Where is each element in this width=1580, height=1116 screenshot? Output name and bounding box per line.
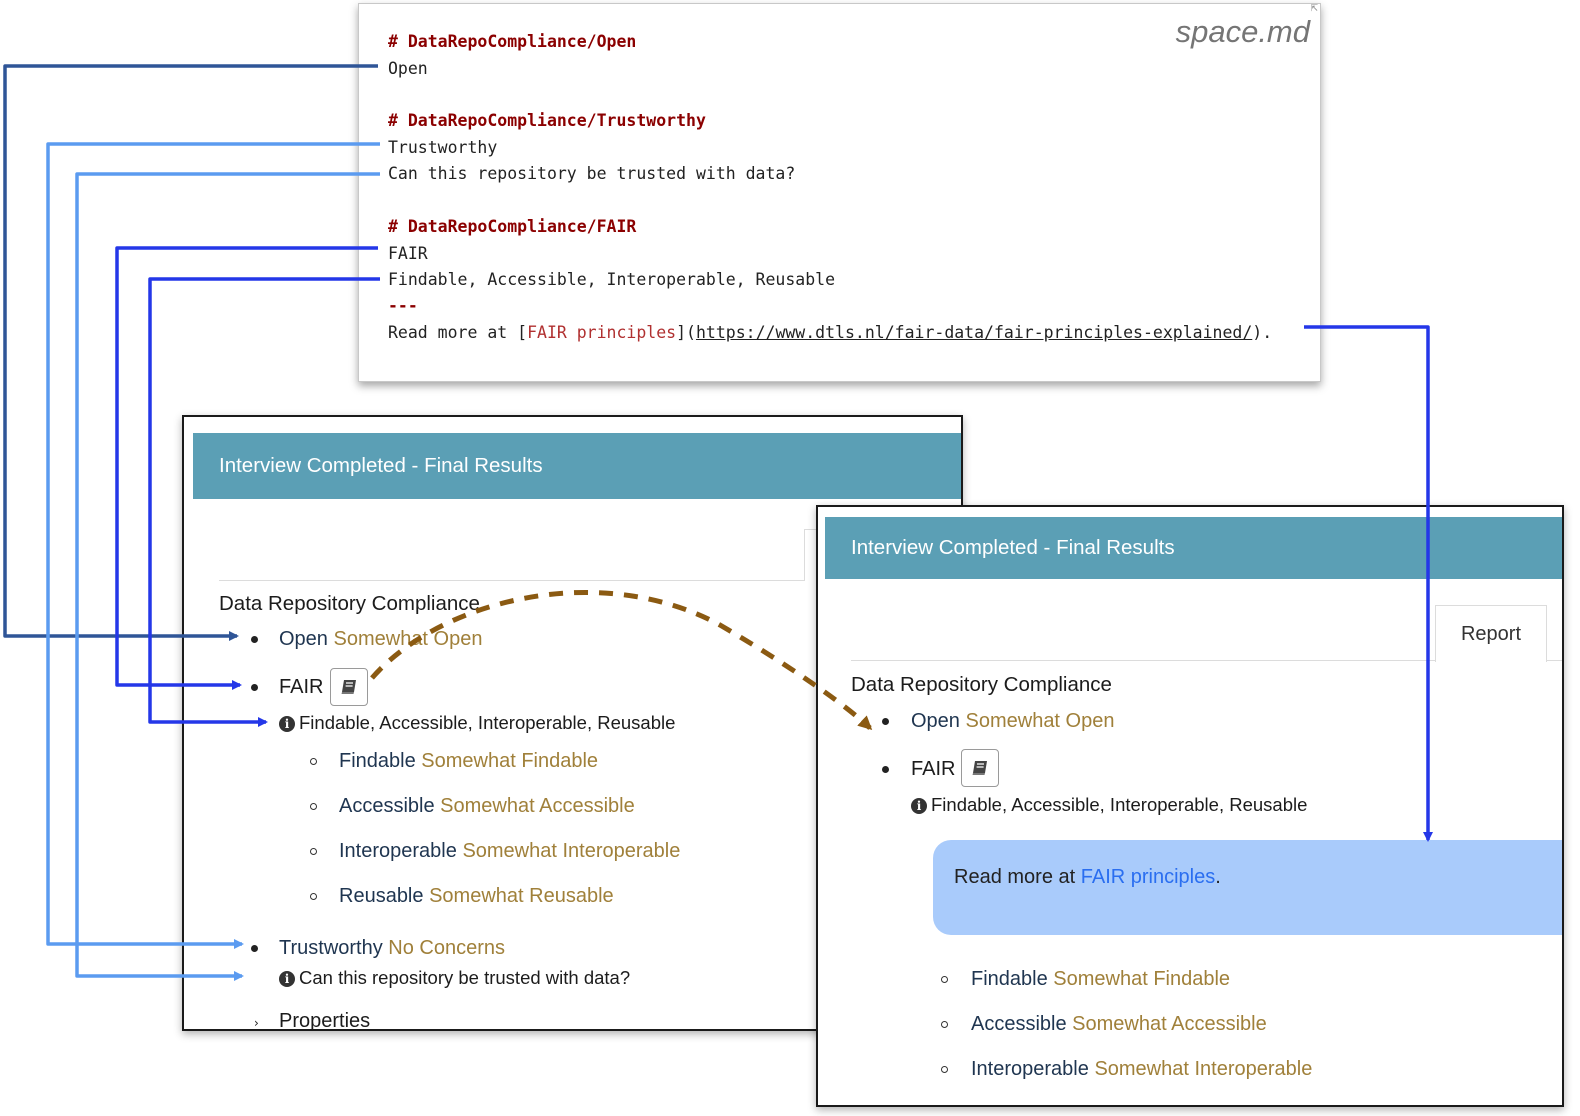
item-label: Findable (339, 750, 416, 772)
item-value: Somewhat Interoperable (462, 840, 681, 862)
sub-bullet (310, 893, 317, 900)
md-heading-open: # DataRepoCompliance/Open (388, 32, 637, 51)
connector-trustworthy (46, 142, 380, 949)
markdown-editor-window: ⇱ space.md # DataRepoCompliance/Open Ope… (358, 3, 1321, 382)
note-suffix: . (1215, 866, 1221, 888)
item-open: Open Somewhat Open (911, 710, 1114, 733)
properties-toggle[interactable]: Properties (279, 1010, 371, 1031)
chevron-right-icon[interactable]: › (254, 1016, 259, 1030)
item-label: Reusable (339, 885, 424, 907)
panel-header: Interview Completed - Final Results (825, 517, 1562, 579)
note-prefix: Read more at (954, 866, 1081, 888)
section-title: Data Repository Compliance (219, 592, 480, 615)
item-label: Interoperable (339, 840, 457, 862)
book-button[interactable] (961, 749, 999, 787)
item-label: Accessible (971, 1013, 1067, 1035)
item-label: Open (911, 710, 960, 732)
connector-fair-description (148, 277, 380, 727)
md-heading-fair: # DataRepoCompliance/FAIR (388, 217, 637, 236)
md-line-trustworthy-desc: Can this repository be trusted with data… (388, 164, 796, 183)
bullet (882, 718, 889, 725)
md-readmore-link-text: FAIR principles (527, 323, 677, 342)
info-icon: i (911, 798, 927, 814)
item-value: No Concerns (388, 937, 506, 959)
description-text: Can this repository be trusted with data… (299, 967, 631, 988)
tabs-divider (851, 660, 1562, 661)
md-readmore-prefix: Read more at [ (388, 323, 528, 342)
bullet (251, 636, 258, 643)
md-line-fair-desc: Findable, Accessible, Interoperable, Reu… (388, 270, 836, 289)
sub-item-reusable: Reusable Somewhat Reusable (339, 885, 614, 908)
item-label: Findable (971, 968, 1048, 990)
item-value: Somewhat Interoperable (1094, 1058, 1313, 1080)
item-fair-label: FAIR (279, 676, 324, 698)
markdown-filename: space.md (1175, 14, 1310, 49)
item-value: Somewhat Accessible (1072, 1013, 1267, 1035)
item-open: Open Somewhat Open (279, 628, 482, 651)
item-label: Accessible (339, 795, 435, 817)
fair-principles-link[interactable]: FAIR principles (1080, 866, 1216, 888)
results-panel-right: Interview Completed - Final Results Repo… (816, 505, 1564, 1107)
item-trustworthy: Trustworthy No Concerns (279, 937, 505, 960)
description-text: Findable, Accessible, Interoperable, Reu… (299, 712, 676, 733)
item-value: Somewhat Findable (421, 750, 599, 772)
sub-item-accessible: Accessible Somewhat Accessible (339, 795, 635, 818)
tabs-divider (219, 580, 961, 581)
connector-open (3, 64, 378, 641)
bullet (251, 684, 258, 691)
description-text: Findable, Accessible, Interoperable, Reu… (931, 794, 1308, 815)
item-value: Somewhat Accessible (440, 795, 635, 817)
book-icon (341, 680, 356, 694)
sub-item-findable: Findable Somewhat Findable (971, 968, 1230, 991)
resize-icon[interactable]: ⇱ (1310, 4, 1318, 14)
md-readmore-suffix: ). (1252, 323, 1273, 342)
sub-bullet (310, 848, 317, 855)
sub-bullet (310, 803, 317, 810)
item-label: Trustworthy (279, 937, 383, 959)
item-label: Open (279, 628, 328, 650)
sub-item-findable: Findable Somewhat Findable (339, 750, 598, 773)
sub-bullet (310, 758, 317, 765)
md-heading-trustworthy: # DataRepoCompliance/Trustworthy (388, 111, 706, 130)
md-separator: --- (388, 296, 418, 315)
sub-item-interoperable: Interoperable Somewhat Interoperable (339, 840, 680, 863)
md-readmore-mid: ]( (676, 323, 696, 342)
sub-item-accessible: Accessible Somewhat Accessible (971, 1013, 1267, 1036)
connector-readmore (1304, 325, 1433, 842)
bullet (882, 766, 889, 773)
md-readmore-url[interactable]: https://www.dtls.nl/fair-data/fair-princ… (695, 323, 1253, 342)
book-icon (972, 761, 987, 775)
panel-header: Interview Completed - Final Results (193, 433, 961, 499)
connector-trustworthy-description (75, 172, 380, 981)
item-value: Somewhat Reusable (429, 885, 614, 907)
connector-expand (370, 590, 873, 731)
md-line-fair: FAIR (388, 244, 428, 263)
md-line-trustworthy: Trustworthy (388, 138, 498, 157)
item-value: Somewhat Open (333, 628, 483, 650)
item-value: Somewhat Open (965, 710, 1115, 732)
sub-item-interoperable: Interoperable Somewhat Interoperable (971, 1058, 1312, 1081)
md-readmore-line: Read more at [FAIR principles](https://w… (388, 323, 1272, 342)
info-icon: i (279, 716, 295, 732)
note-text: Read more at FAIR principles. (954, 866, 1221, 889)
item-fair-label: FAIR (911, 758, 956, 780)
item-label: Interoperable (971, 1058, 1089, 1080)
sub-bullet (941, 976, 948, 983)
sub-bullet (941, 1021, 948, 1028)
md-line-open: Open (388, 59, 428, 78)
sub-bullet (941, 1066, 948, 1073)
info-icon: i (279, 971, 295, 987)
connector-fair (115, 246, 378, 690)
book-button[interactable] (330, 668, 368, 706)
readmore-note: Read more at FAIR principles. (933, 840, 1562, 935)
bullet (251, 945, 258, 952)
section-title: Data Repository Compliance (851, 673, 1112, 696)
tab-report[interactable]: Report (1435, 605, 1547, 662)
item-value: Somewhat Findable (1053, 968, 1231, 990)
